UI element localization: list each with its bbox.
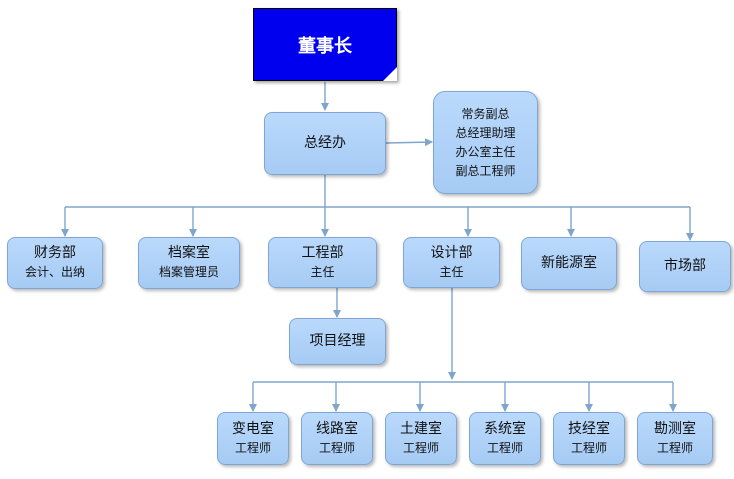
archive-box: 档案室 档案管理员 [138,237,240,289]
deputy-3: 办公室主任 [455,144,516,159]
archive-title: 档案室 [168,245,210,261]
deputies-box: 常务副总 总经理助理 办公室主任 副总工程师 [433,91,538,194]
room-title: 系统室 [484,420,526,437]
market-box: 市场部 [639,241,731,292]
design-room-6: 勘测室 工程师 [637,412,713,465]
new-energy-box: 新能源室 [521,237,617,290]
deputy-1: 常务副总 [461,106,510,121]
folded-corner [383,67,397,81]
design-room-5: 技经室 工程师 [553,412,625,465]
archive-sub: 档案管理员 [158,265,219,279]
room-sub: 工程师 [486,440,523,455]
project-manager-label: 项目经理 [309,333,366,349]
finance-title: 财务部 [34,245,76,261]
design-room-2: 线路室 工程师 [301,412,373,465]
deputy-4: 副总工程师 [455,163,516,178]
engineering-box: 工程部 主任 [268,237,377,288]
design-room-1: 变电室 工程师 [217,412,289,465]
chairman-box: 董事长 [253,8,397,81]
finance-sub: 会计、出纳 [24,265,85,279]
room-title: 线路室 [316,420,358,437]
engineering-title: 工程部 [301,244,344,261]
arrow-office-to-deputies [385,138,433,147]
room-sub: 工程师 [656,440,693,455]
market-title: 市场部 [664,258,706,274]
design-title: 设计部 [430,244,473,261]
project-manager-box: 项目经理 [289,318,386,365]
room-sub: 工程师 [402,440,439,455]
deputy-2: 总经理助理 [455,125,516,140]
engineering-sub: 主任 [310,264,335,279]
room-title: 变电室 [232,420,274,437]
room-title: 技经室 [568,420,610,437]
room-sub: 工程师 [234,440,271,455]
gm-office-box: 总经办 [264,112,386,175]
design-room-3: 土建室 工程师 [385,412,457,465]
chairman-label: 董事长 [298,35,352,57]
room-sub: 工程师 [318,440,355,455]
gm-office-label: 总经办 [304,135,346,151]
room-sub: 工程师 [570,440,607,455]
room-title: 勘测室 [654,420,696,437]
design-sub: 主任 [439,264,464,279]
design-room-4: 系统室 工程师 [469,412,541,465]
new-energy-title: 新能源室 [541,255,597,271]
design-box: 设计部 主任 [403,237,500,288]
finance-box: 财务部 会计、出纳 [7,237,103,289]
room-title: 土建室 [400,420,442,437]
